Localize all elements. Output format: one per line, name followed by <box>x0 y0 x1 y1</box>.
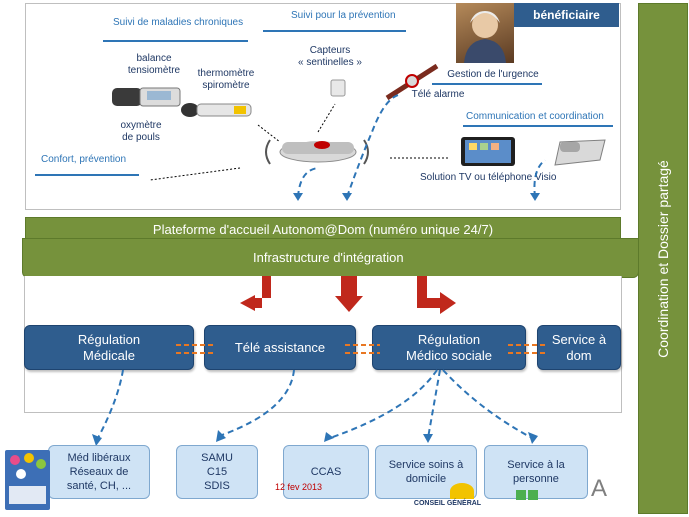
sensors-label: Capteurs « sentinelles » <box>298 45 362 68</box>
beneficiary-header: bénéficiaire <box>514 3 619 27</box>
green-cross-logo <box>516 488 538 506</box>
home-service-box: Service à dom <box>537 325 621 370</box>
tele-alarm-icon <box>385 63 439 101</box>
top-illustration <box>112 63 606 201</box>
sensor-icon <box>330 79 346 97</box>
comfort-rule <box>35 174 139 176</box>
cross-logo-icon <box>516 490 538 500</box>
signal-arcs <box>297 94 546 198</box>
red-arrow-icons <box>240 276 456 314</box>
tv-label: Solution TV ou téléphone Visio <box>420 172 557 183</box>
home-care-label: Service soins à domicile <box>388 459 464 485</box>
spirometer-icon <box>181 103 252 117</box>
comm-rule <box>463 125 613 127</box>
visio-phone-icon <box>554 139 606 166</box>
home-service-label: Service à dom <box>551 331 607 363</box>
prevention-label: Suivi pour la prévention <box>291 10 396 21</box>
prevention-rule <box>263 30 406 32</box>
oxymeter-label: oxymètre de pouls <box>120 120 162 143</box>
comm-label: Communication et coordination <box>466 111 604 122</box>
medical-regulation-label: Régulation Médicale <box>77 331 141 363</box>
ccas-box: CCAS <box>283 445 369 499</box>
beneficiary-label: bénéficiaire <box>533 8 600 22</box>
device-links <box>149 103 450 181</box>
chronic-rule <box>103 40 248 42</box>
elderly-person-icon <box>464 11 506 63</box>
beneficiary-photo <box>456 3 514 63</box>
infrastructure-label: Infrastructure d'intégration <box>253 250 404 265</box>
date-label: 12 fev 2013 <box>275 482 323 492</box>
coordination-bar: Coordination et Dossier partagé <box>638 3 688 514</box>
samu-label: SAMU C15 SDIS <box>201 452 233 492</box>
orange-links <box>176 344 545 354</box>
left-logo <box>5 450 50 510</box>
tele-assistance-label: Télé assistance <box>234 339 326 355</box>
flow-connectors <box>92 344 545 446</box>
medical-regulation-box: Régulation Médicale <box>24 325 194 370</box>
personal-service-box: Service à la personne <box>484 445 588 499</box>
base-station-icon <box>265 139 369 165</box>
conseil-logo-mark <box>450 483 474 499</box>
colorful-logo-icon <box>9 453 46 504</box>
personal-service-label: Service à la personne <box>507 459 565 485</box>
medico-social-box: Régulation Médico sociale <box>372 325 526 370</box>
dispatch-arrows <box>240 276 456 314</box>
liberal-doctors-box: Méd libéraux Réseaux de santé, CH, ... <box>48 445 150 499</box>
a-logo: A <box>591 475 608 502</box>
ccas-label: CCAS <box>310 466 342 478</box>
tele-assistance-box: Télé assistance <box>204 325 356 370</box>
balance-label: balance tensiomètre <box>127 53 181 76</box>
blue-dispatch-links <box>97 369 533 439</box>
blood-pressure-monitor-icon <box>112 87 181 107</box>
alarm-label: Télé alarme <box>411 89 465 100</box>
blue-arrowheads <box>92 430 538 446</box>
thermo-label: thermomètre spiromètre <box>197 68 255 91</box>
signal-arrowheads <box>293 193 540 201</box>
conseil-general-label: CONSEIL GÉNÉRAL <box>413 500 482 507</box>
liberal-doctors-label: Méd libéraux Réseaux de santé, CH, ... <box>66 452 132 492</box>
emergency-rule <box>432 83 542 85</box>
emergency-label: Gestion de l'urgence <box>447 69 539 80</box>
samu-box: SAMU C15 SDIS <box>176 445 258 499</box>
chronic-label: Suivi de maladies chroniques <box>113 17 244 28</box>
medico-social-label: Régulation Médico sociale <box>406 331 492 363</box>
comfort-label: Confort, prévention <box>41 154 127 165</box>
platform-title: Plateforme d'accueil Autonom@Dom (numéro… <box>152 221 494 237</box>
conseil-general-logo: CONSEIL GÉNÉRAL <box>410 483 485 509</box>
tablet-icon <box>461 137 515 166</box>
